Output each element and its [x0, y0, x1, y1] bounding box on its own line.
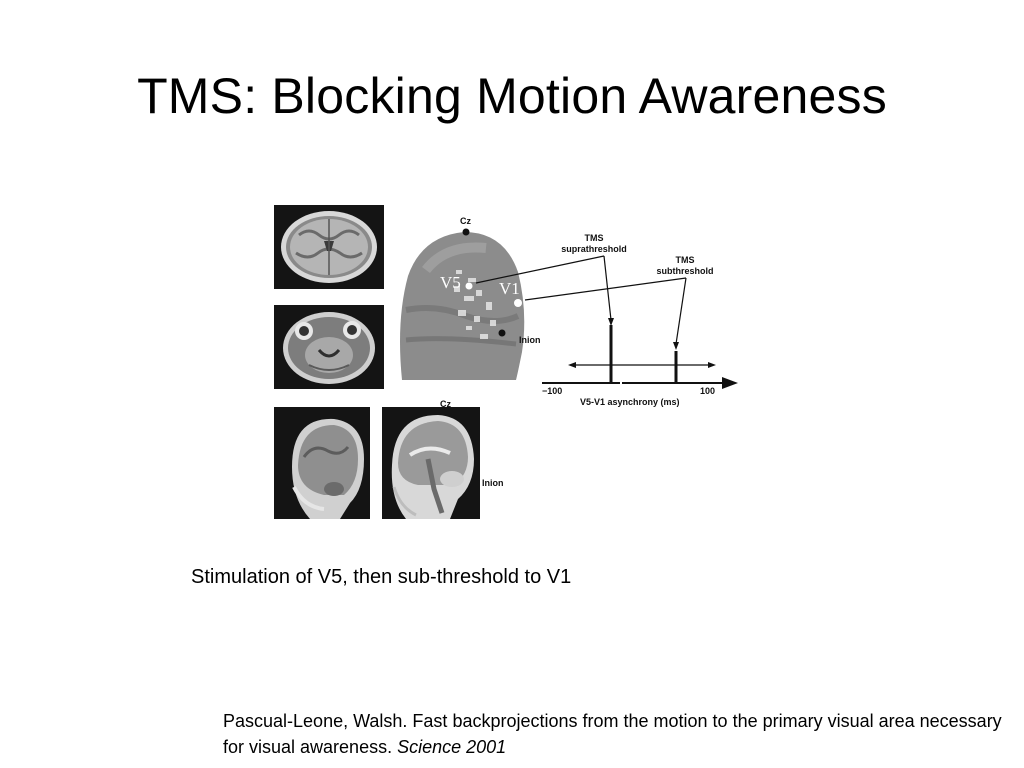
inion-head-label: Inion — [519, 335, 541, 345]
cz-head-label: Cz — [460, 216, 471, 226]
slide-title: TMS: Blocking Motion Awareness — [137, 68, 887, 124]
mri-sagittal-slice-left — [274, 407, 370, 519]
mri-axial-slice-lower — [274, 305, 384, 389]
v1-label: V1 — [499, 279, 520, 298]
tms-supra-line2: suprathreshold — [561, 244, 627, 254]
double-arrow-left-head — [568, 362, 576, 368]
tms-suprathreshold-label: TMS suprathreshold — [556, 233, 632, 255]
tms-supra-line1: TMS — [584, 233, 604, 243]
mri-sagittal-slice-right — [382, 407, 480, 519]
inion-dot — [498, 329, 506, 337]
tms-subthreshold-label: TMS subthreshold — [650, 255, 720, 277]
dots — [462, 228, 506, 337]
axis-max-label: 100 — [700, 386, 716, 396]
v5-dot — [465, 282, 473, 290]
timeline-arrowhead — [722, 377, 738, 389]
tms-sub-line1: TMS — [675, 255, 695, 265]
sub-arrowhead — [673, 342, 679, 350]
figure-caption: Stimulation of V5, then sub-threshold to… — [191, 566, 572, 588]
v5-label: V5 — [440, 273, 461, 292]
cz-sagittal-label: Cz — [440, 399, 451, 409]
figure-annotations — [462, 228, 738, 389]
cz-dot — [462, 228, 470, 236]
mri-axial-slice-upper — [274, 205, 384, 289]
supra-arrowhead — [608, 318, 614, 326]
axis-title: V5-V1 asynchrony (ms) — [580, 397, 680, 407]
axis-min-label: −100 — [542, 386, 563, 396]
double-arrow-right-head — [708, 362, 716, 368]
citation-journal: Science 2001 — [397, 737, 507, 757]
tms-sub-line2: subthreshold — [656, 266, 714, 276]
tms-figure: Cz Inion — [270, 200, 750, 525]
head-render — [396, 230, 526, 384]
citation: Pascual-Leone, Walsh. Fast backprojectio… — [223, 708, 1003, 760]
citation-text: Pascual-Leone, Walsh. Fast backprojectio… — [223, 711, 1002, 757]
inion-sagittal-label: Inion — [482, 478, 504, 488]
v1-dot — [514, 299, 522, 307]
pointer-lines — [475, 255, 687, 345]
